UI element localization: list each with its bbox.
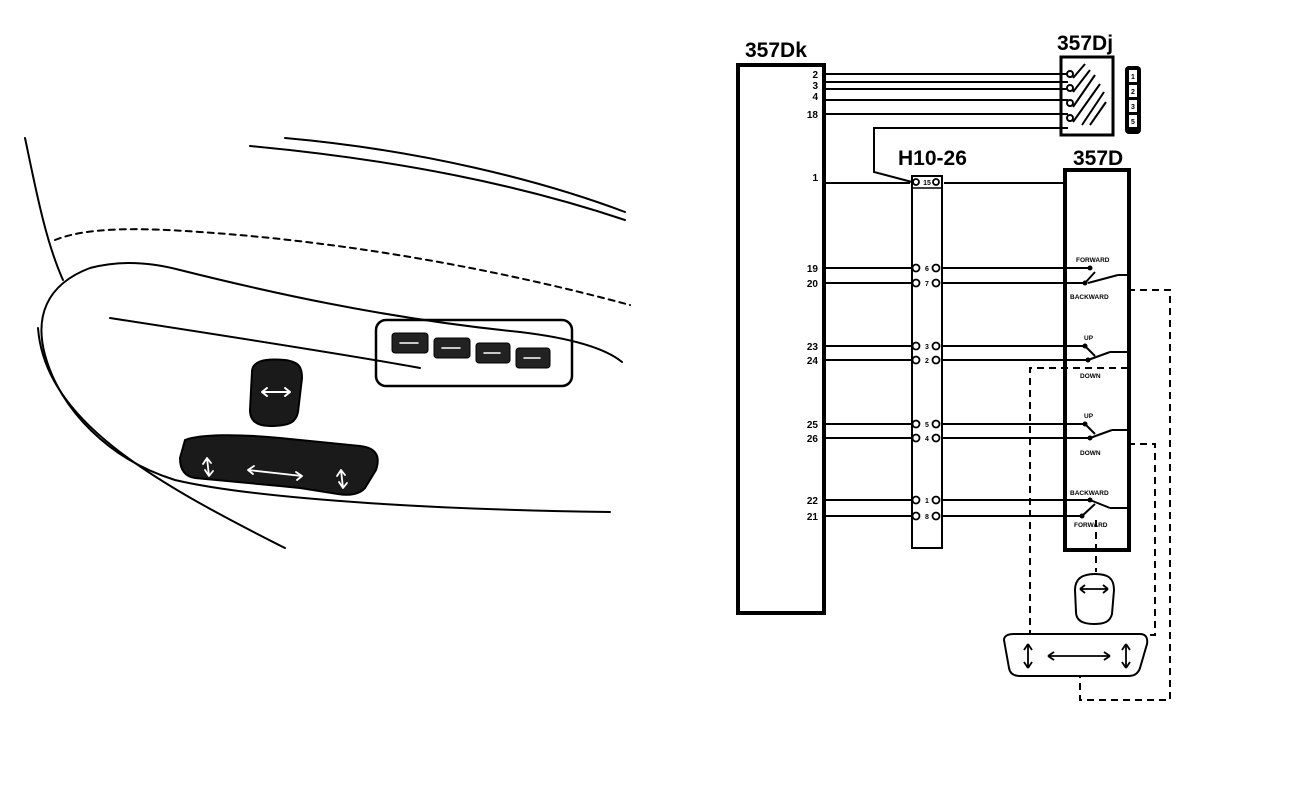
- backrest-symbol-arrow-icon: [1079, 584, 1109, 594]
- switch-label-up: UP: [1084, 413, 1094, 420]
- harness-terminal: 3: [925, 344, 929, 351]
- harness-terminal: 6: [925, 266, 929, 273]
- seat-top-line-2: [249, 145, 626, 221]
- switch-label-forward: FORWARD: [1074, 522, 1108, 529]
- seat-cushion-inner: [37, 327, 286, 549]
- seat-adjust-symbol-arrow-icons: [1023, 643, 1131, 669]
- memory-key: 3: [1131, 104, 1135, 111]
- harness-connector-label: H10-26: [898, 147, 967, 170]
- ecu-pin: 25: [807, 420, 819, 431]
- switch-label-up: UP: [1084, 335, 1094, 342]
- switch-label-backward: BACKWARD: [1070, 490, 1109, 497]
- memory-key-icons: 1 2 3 5: [1129, 70, 1137, 127]
- ecu-pin: 26: [807, 434, 819, 445]
- switch-label-down: DOWN: [1080, 450, 1101, 457]
- ecu-pin: 3: [812, 81, 818, 92]
- wires: [824, 73, 1090, 517]
- terminal-circles: [911, 178, 941, 521]
- ecu-pin: 20: [807, 279, 819, 290]
- seat-dashed-seam: [54, 228, 631, 306]
- ecu-pin: 18: [807, 110, 819, 121]
- ecu-pin: 1: [812, 173, 818, 184]
- switch-labels: FORWARD BACKWARD UP DOWN UP DOWN BACKWAR…: [1070, 257, 1110, 529]
- ecu-label: 357Dk: [745, 39, 807, 62]
- switch-contacts: [1081, 271, 1128, 517]
- seat-adjust-switch-symbol: [1002, 633, 1149, 677]
- ecu-pin-labels: 2 3 4 18 1 19 20 23 24 25 26 22 21: [807, 70, 819, 523]
- ecu-pin: 24: [807, 356, 819, 367]
- ecu-pin: 22: [807, 496, 819, 507]
- harness-terminal: 7: [925, 281, 929, 288]
- seat-side-line: [109, 317, 421, 369]
- memory-button-panel: [374, 318, 574, 388]
- memory-connector-contacts: [1066, 63, 1107, 126]
- switch-label-down: DOWN: [1080, 373, 1101, 380]
- ecu-pin: 19: [807, 264, 819, 275]
- harness-terminal: 1: [925, 498, 929, 505]
- seat-illustration: [24, 137, 631, 549]
- ecu-pin: 2: [812, 70, 818, 81]
- ecu-box: [736, 63, 826, 615]
- seat-cushion-outer: [40, 261, 623, 513]
- switch-label-forward: FORWARD: [1076, 257, 1110, 264]
- backrest-switch-symbol: [1073, 572, 1116, 626]
- seat-adjust-switch[interactable]: [178, 434, 379, 496]
- ecu-pin: 4: [812, 92, 818, 103]
- seat-back-edge: [24, 137, 64, 281]
- memory-connector-label: 357Dj: [1057, 32, 1113, 55]
- memory-button-marks: [399, 342, 541, 359]
- memory-key: 2: [1131, 89, 1135, 96]
- memory-key: 1: [1131, 74, 1135, 81]
- memory-key: 5: [1131, 119, 1135, 126]
- harness-terminal-labels: 6 7 3 2 5 4 1 8: [925, 266, 929, 521]
- harness-terminal: 5: [925, 422, 929, 429]
- harness-terminal: 15: [923, 180, 931, 187]
- memory-connector-box: [1059, 55, 1115, 137]
- ecu-pin: 23: [807, 342, 819, 353]
- switch-contact-dots: [1079, 265, 1093, 519]
- seat-adjust-arrow-icons: [202, 457, 348, 489]
- backrest-switch-arrow-icon: [261, 387, 291, 397]
- seat-switch-label: 357D: [1073, 147, 1123, 170]
- harness-terminal: 4: [925, 436, 929, 443]
- seat-top-line-1: [284, 137, 626, 213]
- harness-terminal: 2: [925, 358, 929, 365]
- switch-label-backward: BACKWARD: [1070, 294, 1109, 301]
- harness-terminal: 8: [925, 514, 929, 521]
- ecu-pin: 21: [807, 512, 819, 523]
